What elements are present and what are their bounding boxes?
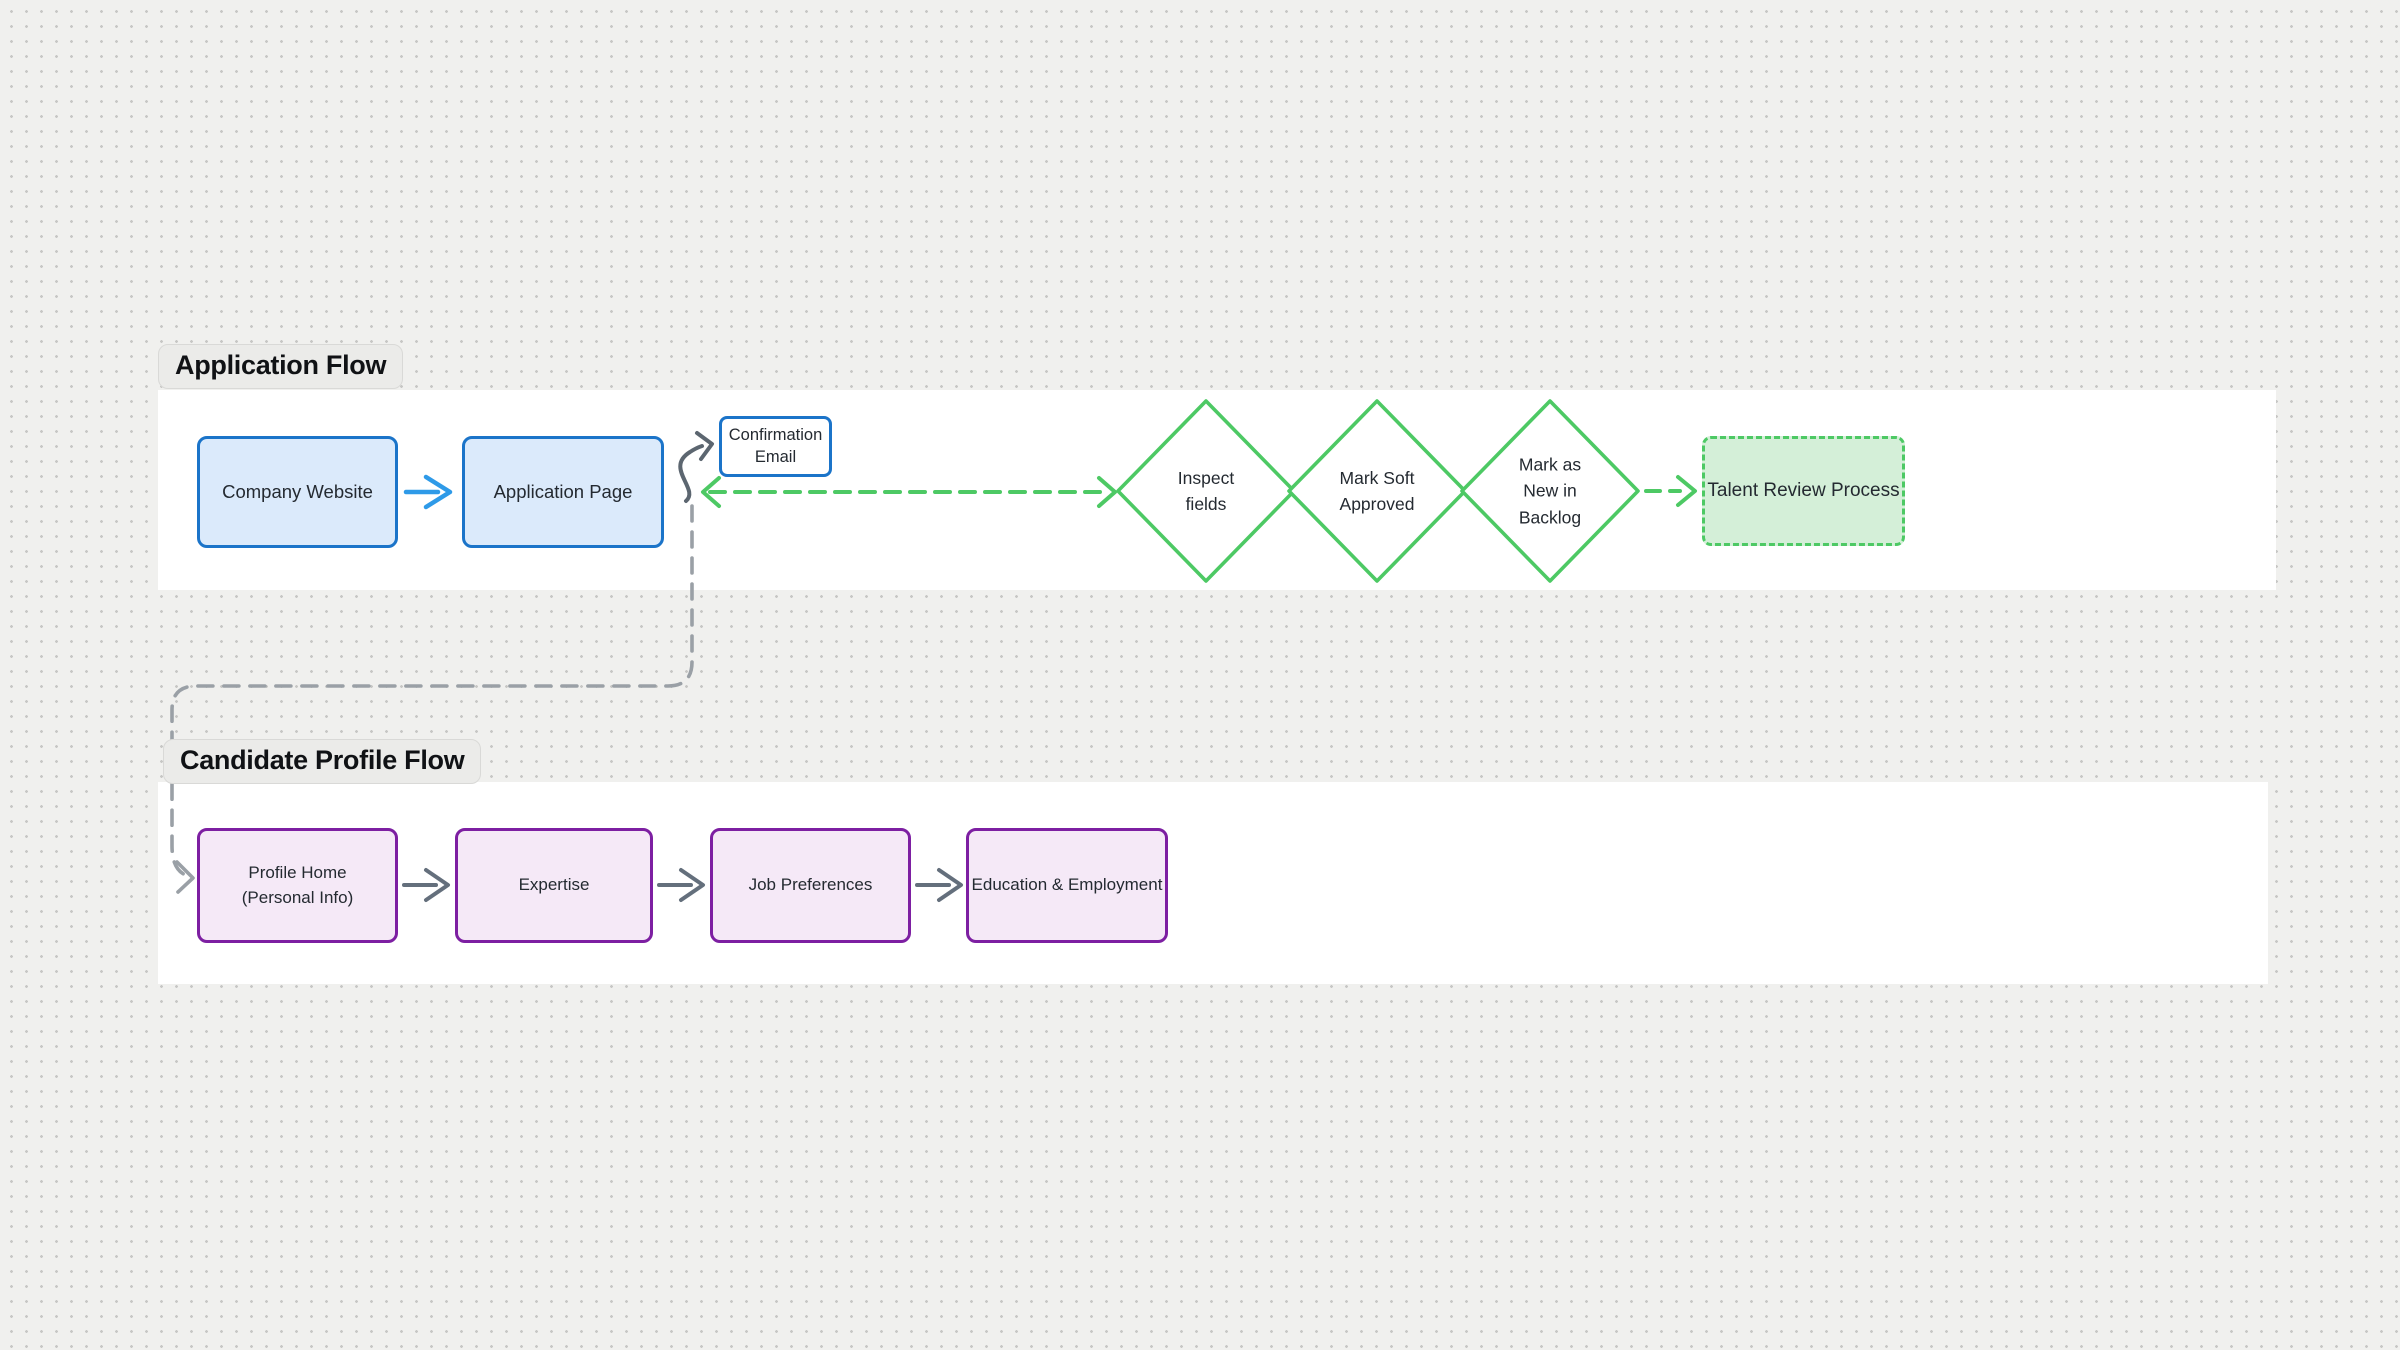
node-company-website-label: Company Website [222,480,373,502]
node-education-employment[interactable]: Education & Employment [966,828,1168,943]
mark-soft-approved-diamond-shape[interactable] [1287,399,1467,583]
connector-profile-home-to-expertise[interactable] [402,868,450,902]
connector-application-page-to-profile-home[interactable] [170,504,694,894]
mark-as-new-in-backlog-diamond-shape[interactable] [1460,399,1640,583]
connector-job-preferences-to-education-employment[interactable] [915,868,963,902]
connector-expertise-to-job-preferences[interactable] [657,868,705,902]
node-profile-home-label: Profile Home (Personal Info) [241,862,354,907]
node-mark-soft-approved-label: Mark Soft Approved [1339,467,1415,514]
inspect-fields-diamond-shape[interactable] [1116,399,1296,583]
node-application-page-label: Application Page [493,480,633,502]
section-label-application-flow[interactable]: Application Flow [158,344,404,389]
connector-application-page-to-confirmation-email[interactable] [678,431,714,503]
node-job-preferences-label: Job Preferences [748,875,873,895]
node-expertise-label: Expertise [518,875,590,895]
section-label-candidate-profile-flow[interactable]: Candidate Profile Flow [163,739,482,784]
node-confirmation-email-label: Confirmation Email [728,426,823,466]
node-expertise[interactable]: Expertise [455,828,653,943]
connector-application-page-to-inspect-fields[interactable] [701,476,1117,508]
node-job-preferences[interactable]: Job Preferences [710,828,911,943]
node-inspect-fields-label: Inspect fields [1177,467,1235,514]
node-confirmation-email[interactable]: Confirmation Email [719,416,832,477]
node-education-employment-label: Education & Employment [971,875,1163,895]
connector-company-website-to-application-page[interactable] [403,474,453,510]
node-application-page[interactable]: Application Page [462,436,664,548]
node-mark-as-new-in-backlog-label: Mark as New in Backlog [1518,454,1582,528]
node-company-website[interactable]: Company Website [197,436,398,548]
node-talent-review-process-label: Talent Review Process [1707,480,1900,502]
node-profile-home[interactable]: Profile Home (Personal Info) [197,828,398,943]
connector-backlog-to-talent-review[interactable] [1644,475,1697,507]
node-talent-review-process[interactable]: Talent Review Process [1702,436,1905,546]
